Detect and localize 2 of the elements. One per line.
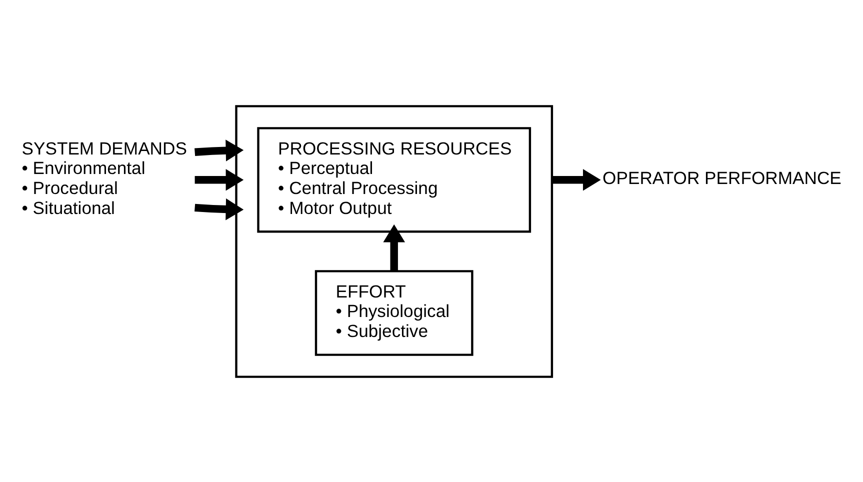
node-text: OPERATOR PERFORMANCE [602, 168, 842, 188]
node-text: SYSTEM DEMANDS • Environmental • Procedural • Situational [22, 138, 187, 218]
